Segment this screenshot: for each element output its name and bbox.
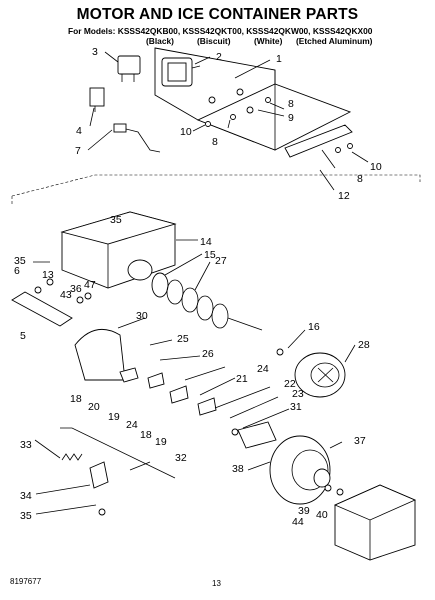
callout-24: 24 — [257, 363, 269, 375]
callout-30: 30 — [136, 310, 148, 322]
drive-spring — [61, 453, 83, 461]
fasteners — [34, 97, 353, 516]
callout-18: 18 — [140, 429, 152, 441]
crusher-housing — [74, 328, 126, 381]
callout-10: 10 — [180, 126, 192, 138]
callout-43: 43 — [60, 289, 72, 301]
model-list: For Models: KSSS42QKB00, KSSS42QKT00, KS… — [68, 26, 373, 36]
color-black: (Black) — [146, 36, 174, 46]
callout-20: 20 — [88, 401, 100, 413]
callout-38: 38 — [232, 463, 244, 475]
callout-31: 31 — [290, 401, 302, 413]
color-biscuit: (Biscuit) — [197, 36, 231, 46]
callout-44: 44 — [292, 516, 304, 528]
callout-10: 10 — [370, 161, 382, 173]
ice-container — [60, 211, 177, 289]
callout-1: 1 — [276, 53, 282, 65]
callout-24: 24 — [126, 419, 138, 431]
callout-39: 39 — [298, 505, 310, 517]
callout-19: 19 — [108, 411, 120, 423]
wire-harness — [113, 123, 161, 153]
callout-35: 35 — [110, 214, 122, 226]
callout-40: 40 — [316, 509, 328, 521]
callout-25: 25 — [177, 333, 189, 345]
callout-8: 8 — [357, 173, 363, 185]
auger-spring — [151, 272, 263, 331]
crusher-blades — [119, 367, 217, 416]
callout-13: 13 — [42, 269, 54, 281]
callout-37: 37 — [354, 435, 366, 447]
callout-36: 36 — [70, 283, 82, 295]
callout-15: 15 — [204, 249, 216, 261]
callout-5: 5 — [20, 330, 26, 342]
callout-7: 7 — [75, 145, 81, 157]
callout-35: 35 — [20, 510, 32, 522]
callout-labels: 1 2 3 4 5 6 7 8 8 8 9 10 10 12 13 14 15 … — [14, 46, 382, 528]
trim-strip — [284, 124, 353, 158]
auger-rod — [60, 427, 176, 479]
callout-26: 26 — [202, 348, 214, 360]
callout-4: 4 — [76, 125, 82, 137]
solenoid — [117, 55, 141, 82]
callout-28: 28 — [358, 339, 370, 351]
callout-3: 3 — [92, 46, 98, 58]
callout-19: 19 — [155, 436, 167, 448]
callout-23: 23 — [292, 388, 304, 400]
callout-9: 9 — [288, 112, 294, 124]
callout-47: 47 — [84, 279, 96, 291]
leader-lines — [33, 51, 369, 515]
callout-22: 22 — [284, 378, 296, 390]
color-etched-aluminum: (Etched Aluminum) — [296, 36, 373, 46]
callout-2: 2 — [216, 51, 222, 63]
callout-34: 34 — [20, 490, 32, 502]
bracket — [89, 461, 109, 489]
drive-motor — [237, 421, 331, 505]
callout-32: 32 — [175, 452, 187, 464]
callout-18: 18 — [70, 393, 82, 405]
front-cover — [11, 291, 73, 327]
callout-8: 8 — [288, 98, 294, 110]
auger-motor — [161, 57, 201, 87]
motor-cover — [334, 484, 416, 561]
callout-35: 35 — [14, 255, 26, 267]
callout-27: 27 — [215, 255, 227, 267]
switch — [89, 87, 105, 112]
part-number: 8197677 — [10, 577, 42, 586]
callout-33: 33 — [20, 439, 32, 451]
callout-16: 16 — [308, 321, 320, 333]
callout-8: 8 — [212, 136, 218, 148]
callout-6: 6 — [14, 265, 20, 277]
color-white: (White) — [254, 36, 283, 46]
fan-housing — [294, 352, 346, 398]
page-title: MOTOR AND ICE CONTAINER PARTS — [76, 6, 359, 23]
callout-21: 21 — [236, 373, 248, 385]
callout-12: 12 — [338, 190, 350, 202]
callout-14: 14 — [200, 236, 212, 248]
page-number: 13 — [212, 579, 221, 588]
